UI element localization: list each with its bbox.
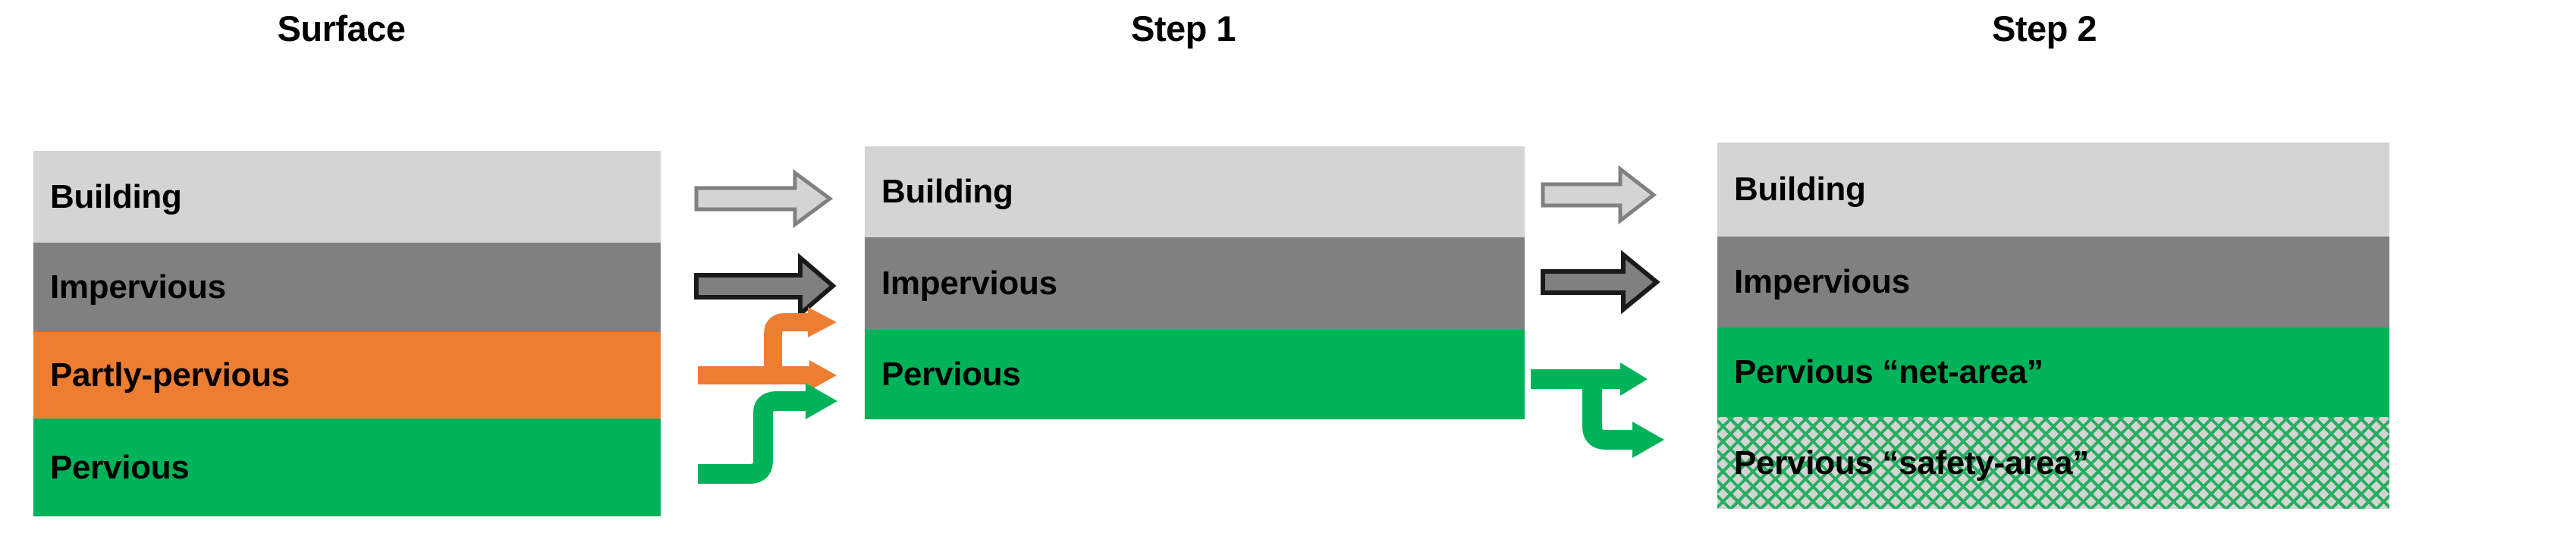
step2-layer-stack: Building Impervious Pervious “net-area” … — [1717, 143, 2389, 509]
step1-layer-stack: Building Impervious Pervious — [865, 146, 1525, 419]
band-label: Building — [50, 177, 182, 215]
band-label: Impervious — [50, 268, 226, 306]
arrowhead-surface-pervious — [806, 383, 837, 419]
arrow-step1-impervious-to-step2-impervious — [1541, 249, 1660, 315]
arrow-step1-pervious-branch-down — [1582, 379, 1640, 450]
band-label: Building — [1734, 171, 1866, 208]
band-step2-impervious: Impervious — [1717, 237, 2389, 328]
arrow-surface-building-to-step1-building — [694, 169, 834, 228]
arrow-step1-pervious-split-trunk — [1531, 369, 1599, 389]
band-step1-building: Building — [865, 146, 1525, 237]
arrow-surface-partly-pervious-branch-straight — [773, 366, 815, 384]
band-step1-pervious: Pervious — [865, 330, 1525, 419]
arrow-surface-partly-pervious-split-trunk — [698, 366, 781, 384]
band-step2-pervious-net-area: Pervious “net-area” — [1717, 328, 2389, 417]
column-title-surface: Surface — [277, 8, 406, 49]
band-label: Pervious “net-area” — [1734, 353, 2044, 390]
column-title-step2: Step 2 — [1991, 8, 2097, 49]
arrowhead-partly-pervious-straight — [809, 360, 837, 390]
band-label: Pervious “safety-area” — [1734, 444, 2089, 481]
band-label: Pervious — [881, 356, 1021, 393]
arrow-surface-pervious-elbow — [698, 391, 813, 484]
arrow-surface-partly-pervious-branch-up — [764, 313, 814, 384]
band-step2-building: Building — [1717, 143, 2389, 237]
band-surface-impervious: Impervious — [33, 243, 661, 332]
hatch-pattern — [1717, 417, 2389, 509]
band-surface-building: Building — [33, 151, 661, 243]
arrow-step1-pervious-branch-straight — [1582, 369, 1628, 389]
band-step2-pervious-safety-area: Pervious “safety-area” — [1717, 417, 2389, 509]
band-label: Impervious — [881, 265, 1057, 302]
band-label: Partly-pervious — [50, 356, 290, 394]
band-label: Building — [881, 173, 1013, 210]
band-surface-partly-pervious: Partly-pervious — [33, 332, 661, 419]
arrow-step1-building-to-step2-building — [1541, 165, 1657, 225]
surface-layer-stack: Building Impervious Partly-pervious Perv… — [33, 151, 661, 516]
arrow-surface-impervious-to-step1-impervious — [694, 252, 837, 319]
band-step1-impervious: Impervious — [865, 237, 1525, 330]
band-label: Impervious — [1734, 263, 1910, 300]
arrowhead-step1-pervious-down — [1632, 422, 1664, 458]
arrowhead-partly-pervious-up — [808, 307, 837, 337]
band-surface-pervious: Pervious — [33, 419, 661, 516]
arrowhead-step1-pervious-straight — [1620, 362, 1648, 396]
band-label: Pervious — [50, 448, 190, 486]
column-title-step1: Step 1 — [1130, 8, 1236, 49]
